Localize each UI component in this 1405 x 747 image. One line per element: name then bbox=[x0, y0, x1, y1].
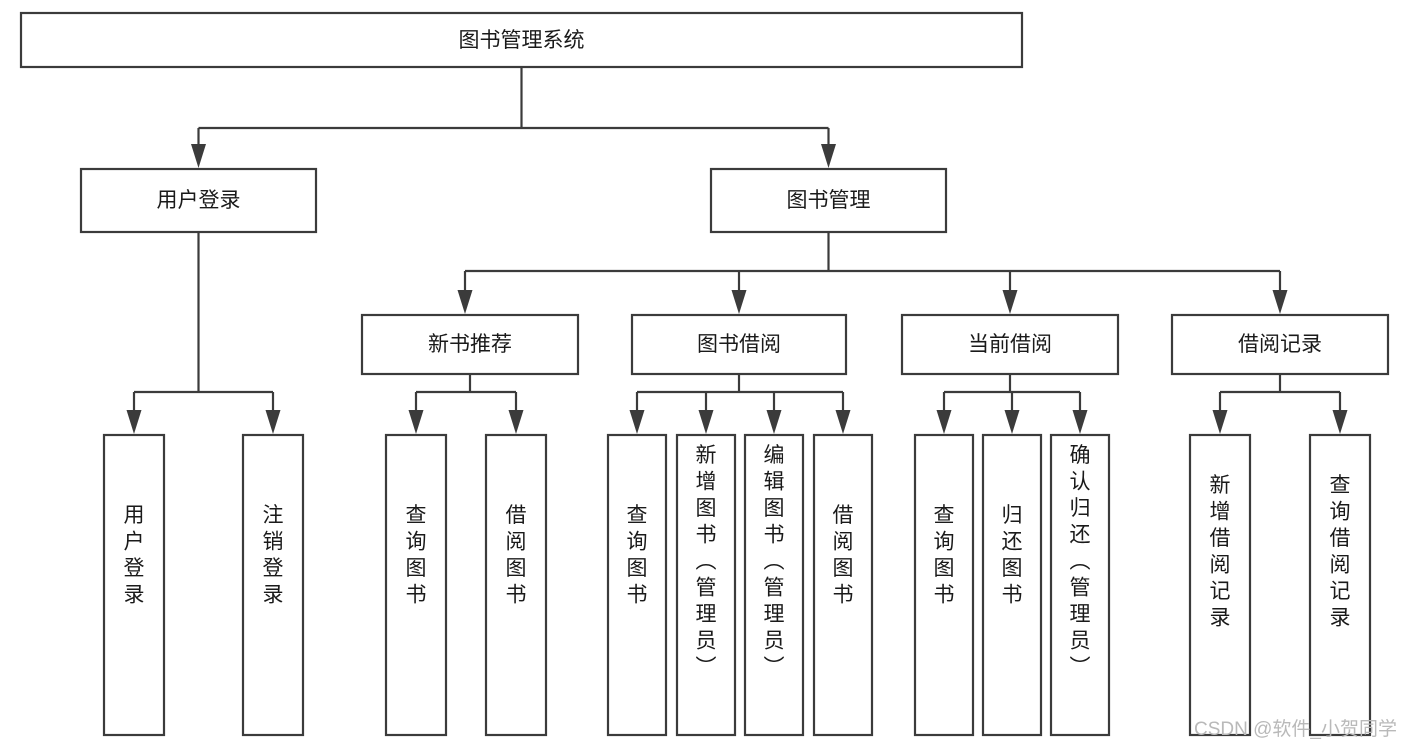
leaf-confirm-return-box[interactable] bbox=[1049, 433, 1111, 737]
leaf-edit-book-box[interactable] bbox=[743, 433, 805, 737]
connector-group-new-book-recommend bbox=[408, 374, 524, 434]
leaf-query-book-rec-box[interactable] bbox=[384, 433, 448, 737]
arrowhead-book-manage bbox=[821, 144, 836, 168]
node-book-borrow-label: 图书借阅 bbox=[697, 333, 781, 356]
leaf-node-borrow-book-rec[interactable]: 借阅图书 bbox=[484, 433, 548, 737]
csdn-watermark: CSDN @软件_小贺同学 bbox=[1194, 719, 1397, 740]
connector-group-borrow-record bbox=[1212, 374, 1348, 434]
arrowhead-book-borrow bbox=[731, 290, 747, 314]
leaf-node-add-book[interactable]: 新增图书︵管理员︶ bbox=[675, 433, 737, 737]
arrowhead-leaf-return-book bbox=[1004, 410, 1020, 434]
leaf-borrow-book-bb-label: 借阅图书 bbox=[833, 504, 854, 607]
arrowhead-leaf-query-record bbox=[1332, 410, 1348, 434]
connector-group-user-login bbox=[126, 232, 281, 434]
leaf-query-book-cb-label: 查询图书 bbox=[934, 504, 955, 607]
leaf-query-record-label: 查询借阅记录 bbox=[1330, 474, 1351, 630]
leaf-user-login-label: 用户登录 bbox=[124, 504, 145, 607]
arrowhead-leaf-add-book bbox=[698, 410, 714, 434]
leaf-user-logout-box[interactable] bbox=[241, 433, 305, 737]
node-current-borrow-label: 当前借阅 bbox=[968, 333, 1052, 356]
leaf-query-book-rec-label: 查询图书 bbox=[406, 504, 427, 607]
node-user-login-box[interactable] bbox=[79, 167, 318, 234]
leaf-node-query-book-cb[interactable]: 查询图书 bbox=[913, 433, 975, 737]
connector-group-current-borrow bbox=[936, 374, 1088, 434]
node-borrow-record-label: 借阅记录 bbox=[1238, 333, 1322, 356]
leaf-borrow-book-rec-label: 借阅图书 bbox=[506, 504, 527, 607]
arrowhead-leaf-query-book-cb bbox=[936, 410, 952, 434]
leaf-node-confirm-return[interactable]: 确认归还︵管理员︶ bbox=[1049, 433, 1111, 737]
leaf-confirm-return-label: 确认归还︵管理员︶ bbox=[1070, 444, 1091, 679]
arrowhead-leaf-edit-book bbox=[766, 410, 782, 434]
leaf-query-record-box[interactable] bbox=[1308, 433, 1372, 737]
node-book-manage-box[interactable] bbox=[709, 167, 948, 234]
leaf-return-book-label: 归还图书 bbox=[1002, 504, 1023, 607]
leaf-node-query-book-rec[interactable]: 查询图书 bbox=[384, 433, 448, 737]
arrowhead-current-borrow bbox=[1002, 290, 1018, 314]
leaf-user-login-box[interactable] bbox=[102, 433, 166, 737]
leaf-query-book-cb-box[interactable] bbox=[913, 433, 975, 737]
arrowhead-leaf-user-logout bbox=[265, 410, 281, 434]
arrowhead-new-book-recommend bbox=[457, 290, 473, 314]
leaf-user-logout-label: 注销登录 bbox=[263, 504, 284, 607]
connector-group-root bbox=[191, 67, 836, 168]
node-book-manage[interactable]: 图书管理 bbox=[709, 167, 948, 234]
arrowhead-user-login bbox=[191, 144, 206, 168]
node-book-borrow[interactable]: 图书借阅 bbox=[630, 313, 848, 376]
arrowhead-leaf-add-record bbox=[1212, 410, 1228, 434]
node-root-system[interactable]: 图书管理系统 bbox=[19, 11, 1024, 69]
leaf-node-edit-book[interactable]: 编辑图书︵管理员︶ bbox=[743, 433, 805, 737]
node-current-borrow[interactable]: 当前借阅 bbox=[900, 313, 1120, 376]
connector-group-book-manage bbox=[457, 232, 1288, 314]
leaf-add-book-label: 新增图书︵管理员︶ bbox=[696, 444, 717, 679]
node-user-login-label: 用户登录 bbox=[157, 189, 241, 212]
node-current-borrow-box[interactable] bbox=[900, 313, 1120, 376]
leaf-node-user-logout[interactable]: 注销登录 bbox=[241, 433, 305, 737]
leaf-node-borrow-book-bb[interactable]: 借阅图书 bbox=[812, 433, 874, 737]
leaf-add-record-box[interactable] bbox=[1188, 433, 1252, 737]
arrowhead-leaf-query-book-bb bbox=[629, 410, 645, 434]
leaf-borrow-book-bb-box[interactable] bbox=[812, 433, 874, 737]
leaf-node-query-record[interactable]: 查询借阅记录 bbox=[1308, 433, 1372, 737]
arrowhead-leaf-borrow-book-rec bbox=[508, 410, 524, 434]
node-new-book-recommend[interactable]: 新书推荐 bbox=[360, 313, 580, 376]
leaf-node-return-book[interactable]: 归还图书 bbox=[981, 433, 1043, 737]
leaf-edit-book-label: 编辑图书︵管理员︶ bbox=[764, 444, 785, 679]
leaf-query-book-bb-box[interactable] bbox=[606, 433, 668, 737]
node-book-borrow-box[interactable] bbox=[630, 313, 848, 376]
leaf-node-query-book-bb[interactable]: 查询图书 bbox=[606, 433, 668, 737]
arrowhead-leaf-user-login bbox=[126, 410, 142, 434]
node-borrow-record-box[interactable] bbox=[1170, 313, 1390, 376]
leaf-return-book-box[interactable] bbox=[981, 433, 1043, 737]
connector-group-book-borrow bbox=[629, 374, 851, 434]
node-root-label: 图书管理系统 bbox=[459, 29, 585, 52]
node-new-book-recommend-box[interactable] bbox=[360, 313, 580, 376]
node-root-box[interactable] bbox=[19, 11, 1024, 69]
arrowhead-borrow-record bbox=[1272, 290, 1288, 314]
leaf-borrow-book-rec-box[interactable] bbox=[484, 433, 548, 737]
arrowhead-leaf-query-book-rec bbox=[408, 410, 424, 434]
node-new-book-recommend-label: 新书推荐 bbox=[428, 333, 512, 356]
node-borrow-record[interactable]: 借阅记录 bbox=[1170, 313, 1390, 376]
leaf-add-book-box[interactable] bbox=[675, 433, 737, 737]
arrowhead-leaf-confirm-return bbox=[1072, 410, 1088, 434]
leaf-add-record-label: 新增借阅记录 bbox=[1210, 474, 1231, 630]
leaf-node-add-record[interactable]: 新增借阅记录 bbox=[1188, 433, 1252, 737]
node-user-login[interactable]: 用户登录 bbox=[79, 167, 318, 234]
leaf-query-book-bb-label: 查询图书 bbox=[627, 504, 648, 607]
leaf-node-user-login[interactable]: 用户登录 bbox=[102, 433, 166, 737]
arrowhead-leaf-borrow-book-bb bbox=[835, 410, 851, 434]
node-book-manage-label: 图书管理 bbox=[787, 189, 871, 212]
